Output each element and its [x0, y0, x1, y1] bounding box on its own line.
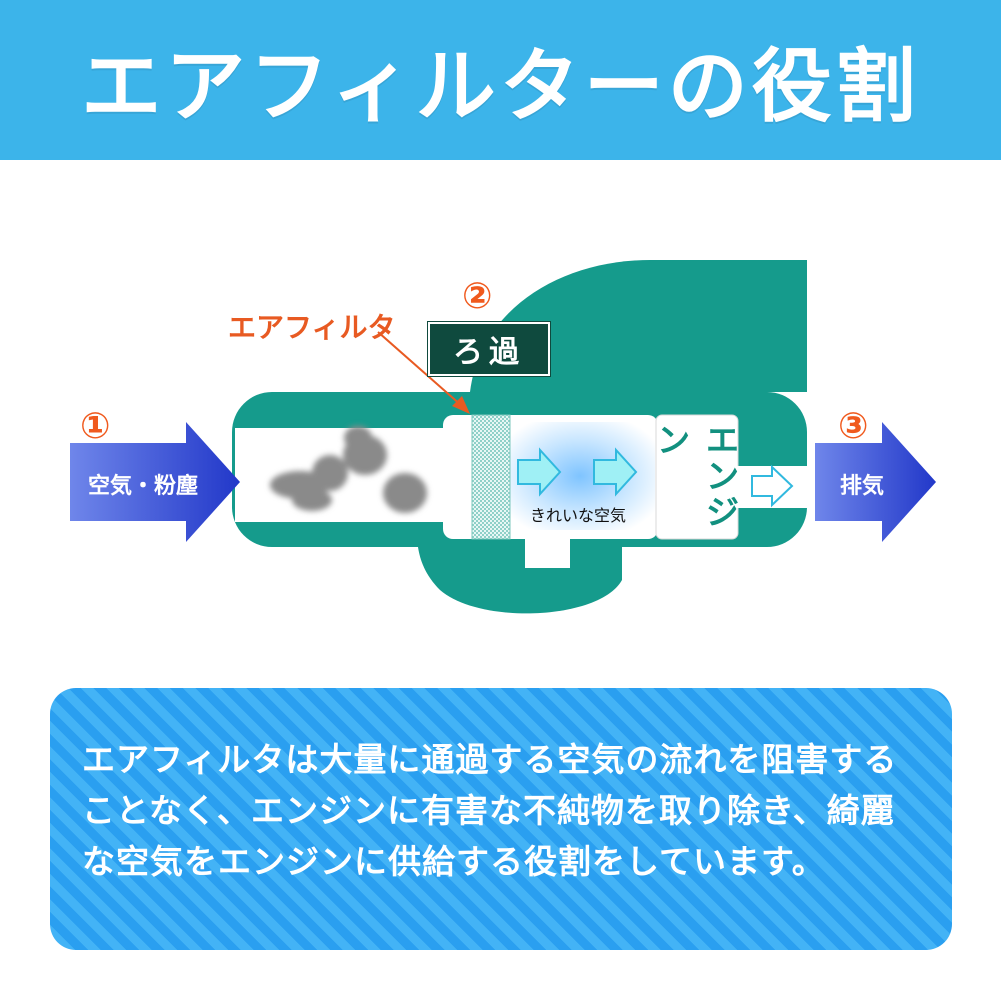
header-banner: エアフィルターの役割	[0, 0, 1001, 160]
step1-number: ①	[80, 406, 111, 447]
page-title: エアフィルターの役割	[81, 40, 920, 133]
diagram-graphic	[70, 260, 936, 614]
clean-air-label: きれいな空気	[530, 506, 627, 525]
description-line-1: エアフィルタは大量に通過する空気の流れを阻害する	[82, 740, 898, 779]
description-box: エアフィルタは大量に通過する空気の流れを阻害する ことなく、エンジンに有害な不純…	[50, 688, 952, 950]
inlet-arrow	[70, 422, 240, 542]
step1-label: 空気・粉塵	[88, 474, 199, 499]
step3-number: ③	[838, 406, 869, 447]
filter-label: エアフィルタ	[228, 311, 396, 344]
clean-air-arrows	[517, 447, 794, 508]
description-line-3: な空気をエンジンに供給する役割をしています。	[82, 842, 826, 881]
step2-number: ②	[462, 276, 493, 317]
dust-particles	[270, 426, 427, 513]
filter-pointer	[377, 331, 470, 414]
filtration-box: ろ過	[428, 322, 550, 376]
exhaust-arrow	[815, 422, 936, 542]
air-flow-diagram: ① 空気・粉塵 ② ろ過 エアフィルタ きれいな空気 エンジン ③ 排気	[0, 160, 1001, 680]
filter-element	[471, 414, 511, 540]
description-line-2: ことなく、エンジンに有害な不純物を取り除き、綺麗	[82, 791, 895, 830]
engine-label: エンジン	[650, 422, 739, 530]
step3-label: 排気	[840, 474, 885, 499]
